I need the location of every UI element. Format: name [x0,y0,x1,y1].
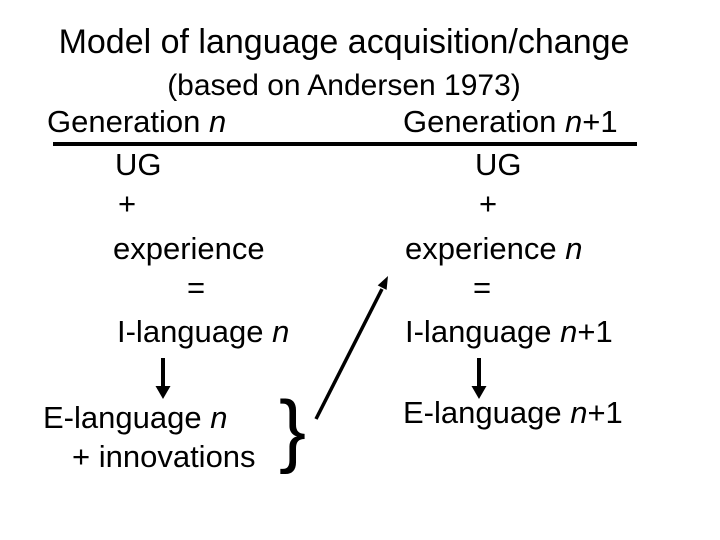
gen-n-innovations: + innovations [72,439,256,474]
slide-title: Model of language acquisition/change [58,23,630,61]
curly-brace: } [279,385,307,475]
generations-underline [53,142,637,146]
gen-n-experience: experience [113,231,265,266]
gen-n-header-variable: n [209,104,227,139]
gen-n-ilanguage-text: I-language [117,314,273,349]
elanguage-to-experience-feedback-arrow [314,276,388,420]
gen-n-elanguage-text: E-language [43,400,211,435]
ilanguage-to-elanguage-arrow-right [471,358,487,399]
gen-n1-elanguage-variable: n [570,395,588,430]
gen-n1-ilanguage: I-language n+1 [405,316,613,347]
gen-n1-ilanguage-suffix: +1 [577,314,613,349]
gen-n1-experience-text: experience [405,231,566,266]
gen-n1-header: Generation n+1 [403,106,618,137]
gen-n1-header-suffix: +1 [582,104,618,139]
gen-n1-plus: + [479,186,498,221]
slide-subtitle: (based on Andersen 1973) [167,69,521,102]
gen-n-ilanguage-variable: n [272,314,290,349]
ilanguage-to-elanguage-arrow-left [155,358,171,399]
gen-n1-experience-variable: n [565,231,583,266]
gen-n1-ilanguage-variable: n [560,314,578,349]
gen-n-ilanguage: I-language n [117,316,289,347]
gen-n1-ilanguage-text: I-language [405,314,561,349]
gen-n1-equals: = [473,270,492,305]
gen-n1-experience: experience n [405,233,583,264]
gen-n1-elanguage: E-language n+1 [403,397,623,428]
gen-n-elanguage-variable: n [210,400,228,435]
gen-n1-header-variable: n [565,104,583,139]
gen-n-header-text: Generation [47,104,209,139]
gen-n-plus: + [118,186,137,221]
gen-n-header: Generation n [47,106,226,137]
gen-n1-elanguage-suffix: +1 [587,395,623,430]
gen-n1-header-text: Generation [403,104,565,139]
gen-n-elanguage: E-language n [43,402,227,433]
gen-n1-elanguage-text: E-language [403,395,571,430]
gen-n-equals: = [187,270,206,305]
gen-n1-ug: UG [475,147,522,182]
gen-n-ug: UG [115,147,162,182]
